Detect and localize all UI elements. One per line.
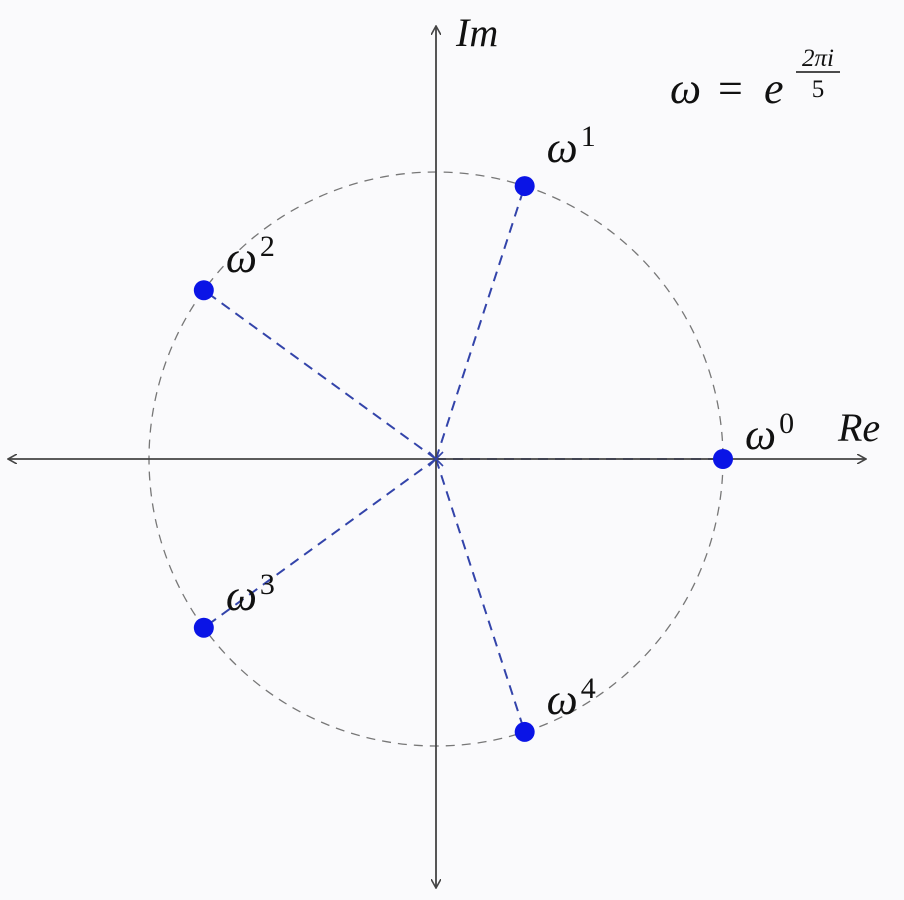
real-axis-label: Re — [837, 405, 880, 450]
root-point-1 — [514, 176, 535, 197]
formula-exponent-denominator: 5 — [812, 76, 825, 103]
formula-equals: = — [718, 64, 743, 113]
spoke-3 — [203, 458, 437, 629]
root-label-exponent-1: 1 — [581, 120, 596, 153]
spoke-4 — [435, 458, 526, 733]
root-point-2 — [193, 280, 214, 301]
root-point-3 — [193, 617, 214, 638]
spoke-2 — [203, 289, 437, 460]
spoke-1 — [435, 185, 526, 460]
origin-mark — [428, 451, 444, 467]
root-label-exponent-4: 4 — [581, 672, 596, 705]
root-label-exponent-0: 0 — [779, 407, 794, 440]
root-point-0 — [713, 449, 733, 469]
formula-base: e — [764, 64, 784, 113]
formula-lhs: ω — [670, 64, 701, 113]
root-point-4 — [514, 721, 535, 742]
root-of-unity-formula: ω = e 2πi 5 — [670, 45, 840, 113]
root-label-exponent-2: 2 — [260, 230, 275, 263]
formula-exponent-numerator: 2πi — [802, 45, 834, 72]
root-label-exponent-3: 3 — [260, 568, 275, 601]
imaginary-axis-label: Im — [455, 10, 498, 55]
